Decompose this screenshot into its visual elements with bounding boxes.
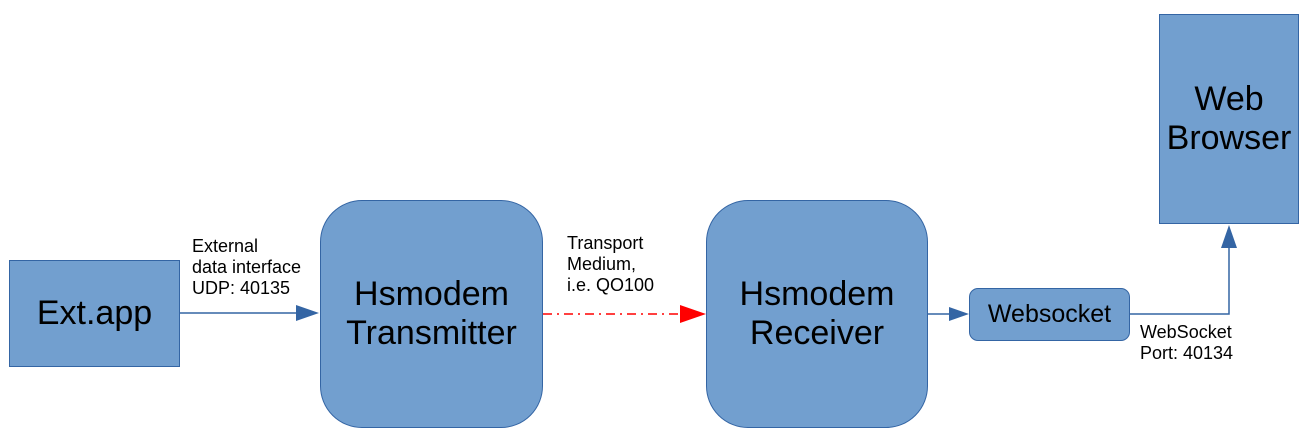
receiver-box: Hsmodem Receiver	[706, 200, 928, 428]
arrow-extapp-to-transmitter	[180, 305, 319, 321]
udp-interface-annotation: External data interface UDP: 40135	[192, 236, 302, 298]
websocket-port-annotation: WebSocket Port: 40134	[1140, 322, 1234, 363]
receiver-label: Hsmodem Receiver	[739, 274, 895, 352]
ext-app-label: Ext.app	[36, 293, 153, 332]
transport-medium-annotation: Transport Medium, i.e. QO100	[567, 233, 655, 295]
web-browser-box: Web Browser	[1159, 14, 1299, 224]
web-browser-label: Web Browser	[1166, 79, 1292, 157]
transmitter-box: Hsmodem Transmitter	[320, 200, 543, 428]
arrow-receiver-to-websocket	[928, 307, 969, 321]
transmitter-label: Hsmodem Transmitter	[346, 274, 517, 352]
websocket-box: Websocket	[969, 288, 1130, 341]
arrow-transmitter-to-receiver	[543, 305, 706, 323]
arrow-websocket-to-browser	[1130, 225, 1237, 315]
ext-app-box: Ext.app	[9, 260, 180, 367]
websocket-label: Websocket	[987, 300, 1112, 329]
